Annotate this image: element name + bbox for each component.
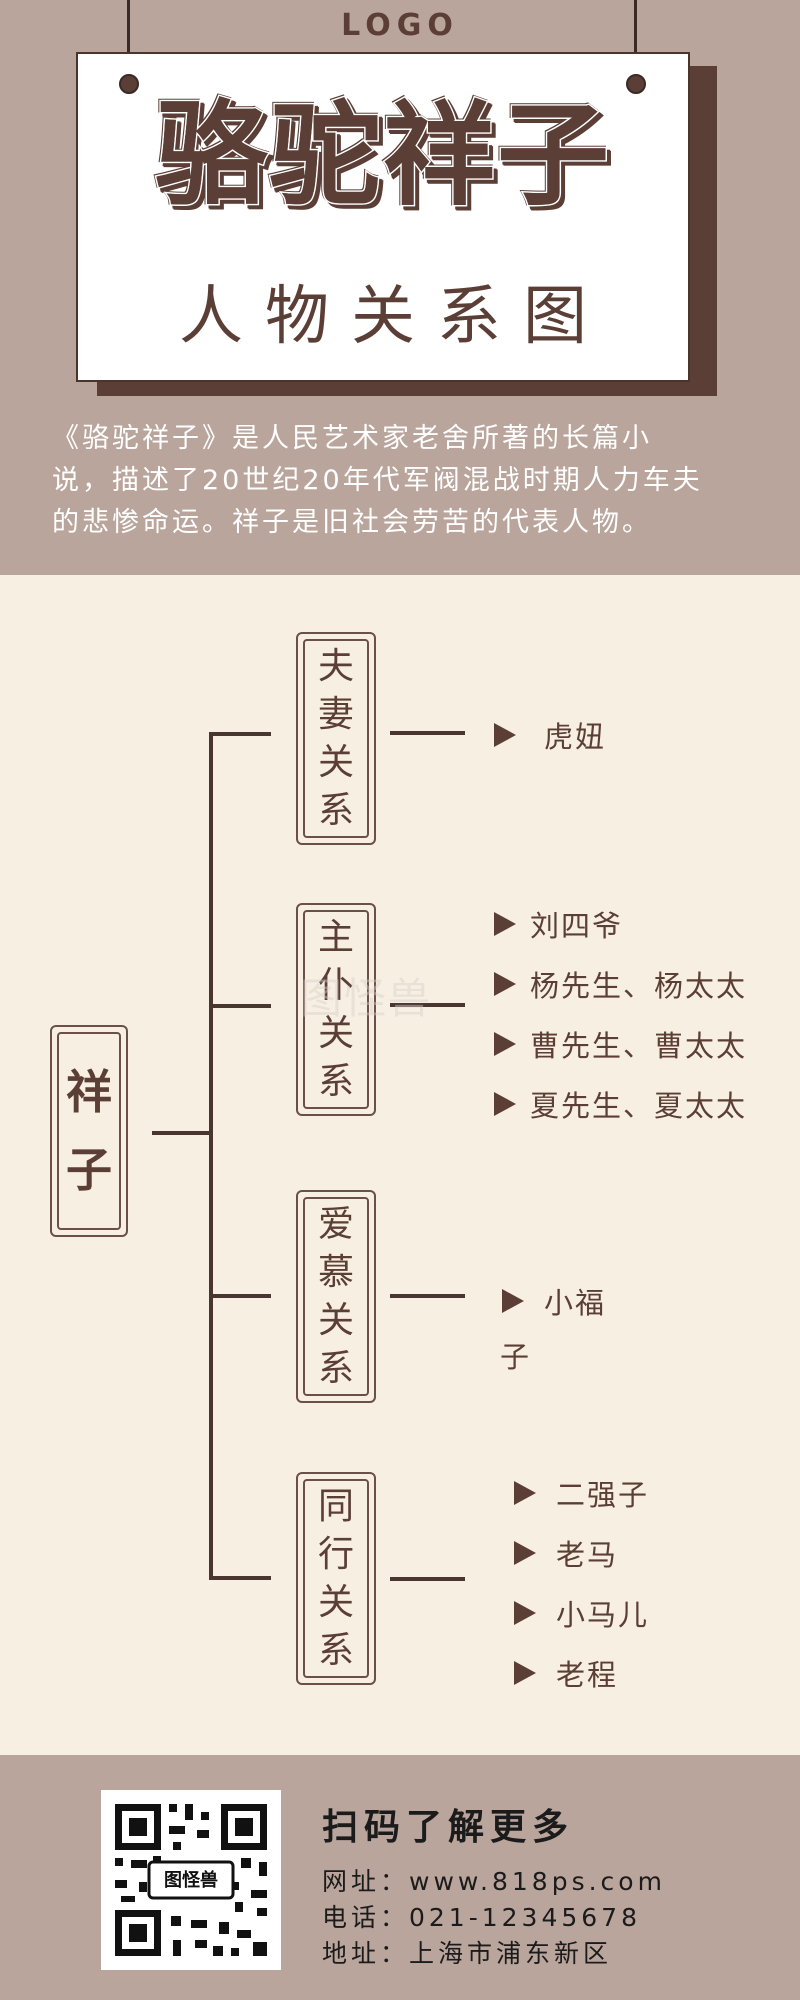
connector-leaf — [390, 1577, 465, 1581]
person-item: 小马儿 — [514, 1592, 649, 1634]
connector-branch — [209, 1004, 271, 1008]
website-text[interactable]: 网址：www.818ps.com — [322, 1867, 666, 1896]
page-title: 骆驼祥子 — [154, 91, 611, 221]
person-name: 杨先生、杨太太 — [530, 969, 748, 1003]
connector-leaf — [390, 731, 465, 735]
triangle-bullet-icon — [494, 1092, 516, 1116]
logo[interactable]: LOGO — [341, 8, 459, 43]
relation-label-char: 系 — [317, 1629, 354, 1671]
person-name: 老马 — [556, 1538, 619, 1572]
person-item: 夏先生、夏太太 — [494, 1083, 747, 1125]
relation-label-char: 同 — [317, 1485, 354, 1527]
triangle-bullet-icon — [514, 1541, 536, 1565]
address-text: 地址：上海市浦东新区 — [322, 1939, 613, 1968]
triangle-bullet-icon — [494, 912, 516, 936]
relation-label-char: 系 — [317, 1060, 354, 1102]
nail-right-icon — [626, 74, 646, 94]
person-name: 夏先生、夏太太 — [530, 1089, 748, 1123]
connector-branch — [209, 1294, 271, 1298]
qr-code[interactable]: 图怪兽 — [101, 1790, 281, 1970]
person-item: 曹先生、曹太太 — [494, 1023, 747, 1065]
person-item: 刘四爷 — [494, 903, 623, 945]
person-name: 老程 — [556, 1658, 619, 1692]
person-item: 老程 — [514, 1652, 618, 1694]
intro-paragraph: 《骆驼祥子》是人民艺术家老舍所著的长篇小 说，描述了20世纪20年代军阀混战时期… — [52, 418, 762, 544]
person-name: 小马儿 — [556, 1598, 650, 1632]
relation-node-master-servant: 主 仆 关 系 — [296, 903, 376, 1116]
person-name: 小福 — [544, 1286, 607, 1320]
person-name: 虎妞 — [544, 720, 607, 754]
connector-branch — [209, 732, 271, 736]
root-char: 子 — [66, 1143, 112, 1197]
person-item: 老马 — [514, 1532, 618, 1574]
relation-label-char: 关 — [317, 741, 354, 783]
person-item: 小福 — [502, 1280, 606, 1322]
relation-label-char: 关 — [317, 1581, 354, 1623]
page-subtitle: 人物关系图 — [179, 280, 609, 354]
scan-title: 扫码了解更多 — [322, 1807, 575, 1848]
connector-leaf — [390, 1003, 465, 1007]
relation-label-char: 爱 — [317, 1203, 354, 1245]
connector-leaf — [390, 1294, 465, 1298]
triangle-bullet-icon — [514, 1601, 536, 1625]
connector-root — [152, 1131, 212, 1135]
relation-label-char: 行 — [317, 1533, 354, 1575]
hanging-string-left — [127, 0, 130, 80]
relation-label-char: 关 — [317, 1299, 354, 1341]
relation-label-char: 夫 — [317, 645, 354, 687]
relation-label-char: 系 — [317, 789, 354, 831]
intro-line: 说，描述了20世纪20年代军阀混战时期人力车夫 — [52, 465, 703, 496]
root-char: 祥 — [66, 1065, 112, 1119]
relation-label-char: 慕 — [317, 1251, 354, 1293]
person-name: 刘四爷 — [530, 909, 624, 943]
watermark: 图怪兽 — [300, 974, 433, 1023]
person-name-wrap: 子 — [500, 1340, 532, 1374]
triangle-bullet-icon — [494, 972, 516, 996]
qr-code-icon — [101, 1790, 281, 1970]
person-item: 二强子 — [514, 1472, 649, 1514]
person-name: 二强子 — [556, 1478, 650, 1512]
person-item: 虎妞 — [494, 714, 606, 756]
triangle-bullet-icon — [494, 723, 516, 747]
phone-text[interactable]: 电话：021-12345678 — [322, 1903, 641, 1932]
relation-label-char: 仆 — [317, 964, 354, 1006]
relation-label-char: 主 — [317, 916, 354, 958]
relation-node-spouse: 夫 妻 关 系 — [296, 632, 376, 845]
triangle-bullet-icon — [514, 1661, 536, 1685]
relation-label-char: 妻 — [317, 693, 354, 735]
triangle-bullet-icon — [514, 1481, 536, 1505]
connector-trunk — [209, 734, 213, 1580]
intro-line: 《骆驼祥子》是人民艺术家老舍所著的长篇小 — [52, 423, 652, 454]
connector-branch — [209, 1576, 271, 1580]
qr-label: 图怪兽 — [164, 1870, 218, 1891]
relation-label-char: 关 — [317, 1012, 354, 1054]
triangle-bullet-icon — [502, 1289, 524, 1313]
hanging-string-right — [634, 0, 637, 80]
nail-left-icon — [119, 74, 139, 94]
person-item: 杨先生、杨太太 — [494, 963, 747, 1005]
title-card — [76, 52, 690, 382]
root-node: 祥 子 — [50, 1025, 128, 1237]
triangle-bullet-icon — [494, 1032, 516, 1056]
relation-label-char: 系 — [317, 1347, 354, 1389]
relation-node-admiration: 爱 慕 关 系 — [296, 1190, 376, 1403]
person-name: 曹先生、曹太太 — [530, 1029, 748, 1063]
relation-node-colleague: 同 行 关 系 — [296, 1472, 376, 1685]
intro-line: 的悲惨命运。祥子是旧社会劳苦的代表人物。 — [52, 507, 652, 538]
